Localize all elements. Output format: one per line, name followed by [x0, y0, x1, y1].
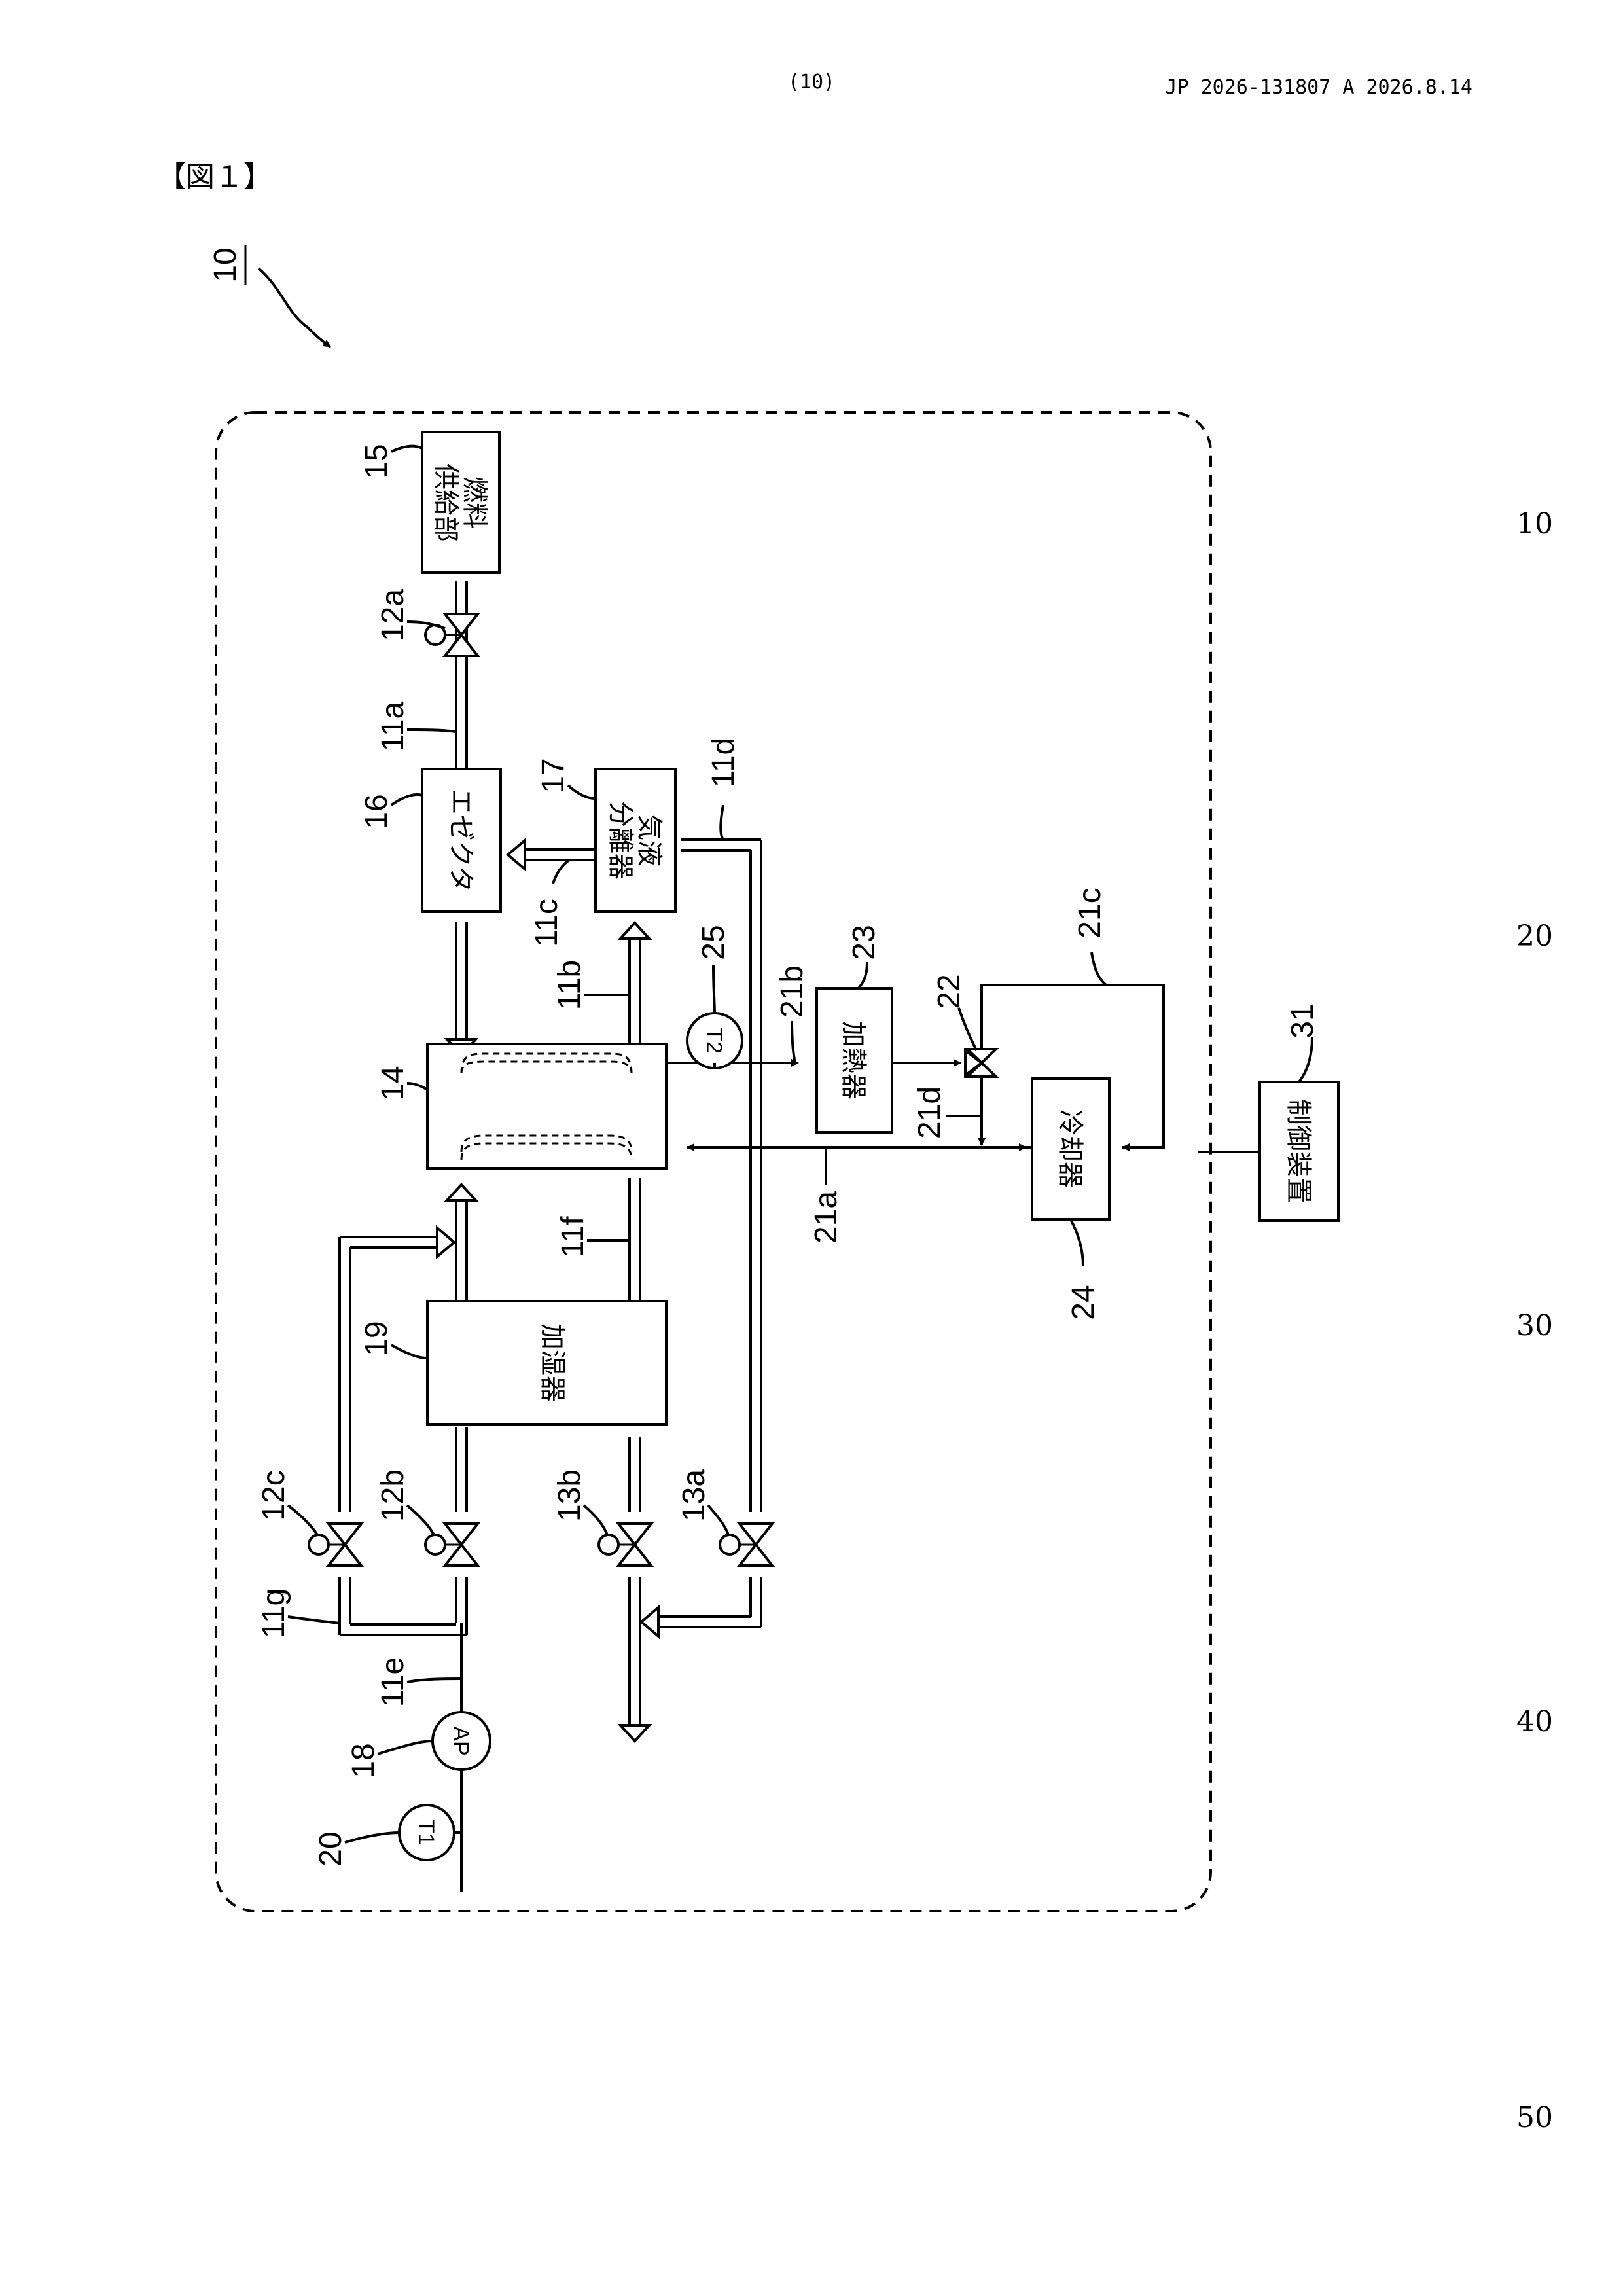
ref-21d: 21d [912, 1086, 947, 1139]
heater-label: 加熱器 [838, 1021, 868, 1100]
temp-sensor-t2: T2 [687, 1013, 742, 1068]
leader-11g [288, 1617, 340, 1623]
line-number-40: 40 [1516, 1705, 1553, 1738]
ref-20: 20 [313, 1831, 348, 1866]
ref-21b: 21b [775, 965, 810, 1018]
ref-11g: 11g [257, 1588, 291, 1639]
ref-24: 24 [1066, 1285, 1101, 1319]
ref-11f: 11f [556, 1216, 590, 1258]
ref-11d: 11d [706, 738, 741, 788]
humidifier-label: 加湿器 [537, 1323, 567, 1402]
ref-17: 17 [536, 758, 571, 793]
ejector-box: エゼクタ [422, 769, 501, 912]
ref-13a: 13a [677, 1469, 711, 1522]
ref-15: 15 [359, 444, 394, 478]
publication-number: JP 2026-131807 A 2026.8.14 [1165, 76, 1472, 99]
air-pump-18: AP [433, 1712, 490, 1770]
ref-13b: 13b [552, 1469, 587, 1522]
ref-16: 16 [359, 794, 394, 829]
leader-18 [378, 1741, 433, 1754]
pipe-13a-outlet [641, 1577, 761, 1636]
ref-11a: 11a [376, 701, 410, 751]
leader-11d [721, 805, 723, 840]
ref-31: 31 [1285, 1003, 1320, 1038]
line-number-30: 30 [1516, 1309, 1553, 1342]
pipe-11c [508, 840, 602, 869]
leader-19 [391, 1345, 427, 1358]
control-device-box: 制御装置 [1260, 1082, 1338, 1221]
fuel-supply-label-2: 供給部 [431, 463, 461, 542]
valve-12a [425, 614, 478, 656]
valve-12c [309, 1524, 361, 1566]
pipe-humidifier-to-stack [447, 1185, 476, 1309]
air-pump-symbol: AP [448, 1726, 473, 1755]
valve-12b [425, 1524, 478, 1566]
ref-14: 14 [376, 1066, 410, 1100]
separator-label-2: 分離器 [605, 801, 635, 880]
fuel-supply-box: 燃料 供給部 [422, 432, 499, 573]
pipe-exhaust [620, 1437, 649, 1741]
leader-17 [568, 785, 596, 798]
leader-15 [391, 446, 422, 452]
humidifier-box: 加湿器 [427, 1301, 666, 1424]
leader-22 [959, 1008, 976, 1050]
valve-13b [599, 1524, 651, 1566]
fuel-cell-stack-box [427, 1044, 666, 1168]
three-way-valve-22 [965, 1049, 996, 1077]
heater-box: 加熱器 [817, 988, 892, 1132]
t1-symbol: T1 [414, 1820, 438, 1846]
line-number-50: 50 [1516, 2101, 1553, 2134]
pipe-11a [456, 581, 467, 776]
ref-22: 22 [932, 974, 967, 1009]
leader-11c [553, 860, 569, 884]
ref-18: 18 [346, 1743, 381, 1778]
ejector-label: エゼクタ [446, 789, 476, 892]
pipe-11g [340, 1228, 467, 1635]
ref-19: 19 [359, 1321, 394, 1355]
leader-21c [1092, 952, 1106, 985]
ref-11e: 11e [376, 1657, 410, 1708]
ref-12a: 12a [376, 589, 410, 641]
leader-24 [1071, 1219, 1083, 1266]
line-number-10: 10 [1516, 507, 1553, 541]
ref-25: 25 [696, 925, 731, 960]
pipe-11f [630, 1178, 640, 1309]
ref-10: 10 [208, 247, 243, 282]
control-device-label: 制御装置 [1283, 1099, 1313, 1204]
pipe-11e [456, 1427, 467, 1892]
separator-label-1: 気液 [634, 814, 664, 867]
leader-12c [288, 1505, 317, 1535]
leader-20 [345, 1833, 399, 1842]
temp-sensor-t1: T1 [399, 1805, 461, 1860]
leader-31 [1299, 1037, 1312, 1082]
ref-21c: 21c [1073, 888, 1107, 938]
pipe-11b [620, 923, 649, 1055]
leader-21b [792, 1021, 795, 1063]
figure-label: 【図１】 [157, 160, 272, 194]
ref-12b: 12b [376, 1469, 410, 1522]
ref-21a: 21a [809, 1191, 844, 1244]
line-number-20: 20 [1516, 920, 1553, 953]
leader-16 [391, 795, 422, 805]
cooler-label: 冷却器 [1055, 1109, 1085, 1188]
ref-10-leader [259, 268, 330, 347]
leader-11a [407, 730, 456, 732]
ref-11c: 11c [529, 899, 564, 947]
gas-liquid-separator-box: 気液 分離器 [596, 769, 675, 912]
page-number: (10) [788, 71, 835, 94]
leader-25 [713, 965, 715, 1013]
fuel-supply-label-1: 燃料 [459, 476, 490, 529]
ref-23: 23 [847, 925, 882, 960]
pipe-ejector-to-stack [447, 922, 476, 1055]
cooler-box: 冷却器 [1032, 1079, 1109, 1219]
ref-12c: 12c [257, 1470, 291, 1520]
leader-13b [584, 1505, 607, 1535]
leader-23 [859, 962, 867, 988]
t2-symbol: T2 [702, 1028, 726, 1054]
leader-12b [407, 1505, 434, 1535]
leader-11e [407, 1679, 461, 1682]
ref-11b: 11b [552, 960, 587, 1011]
